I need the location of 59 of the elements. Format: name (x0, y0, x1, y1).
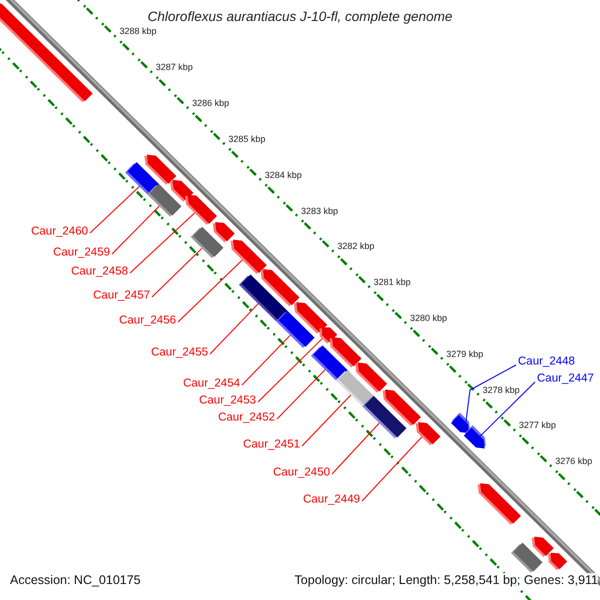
scale-label: 3285 kbp (228, 134, 266, 144)
scale-label: 3281 kbp (374, 276, 411, 288)
scale-label: 3278 kbp (482, 384, 520, 395)
gene-label: Caur_2456 (119, 314, 176, 328)
leader-line (242, 334, 291, 386)
gene-feature (184, 194, 217, 225)
gene-label: Caur_2454 (183, 377, 240, 391)
gene-feature (451, 412, 470, 434)
gene-bar (238, 274, 288, 322)
leader-line (362, 436, 422, 502)
gene-bar (147, 184, 182, 217)
leader-line (465, 364, 516, 423)
gene-feature (548, 552, 568, 570)
leader-line (178, 260, 243, 322)
leader-line (480, 382, 536, 437)
leader-line (276, 369, 326, 420)
scale-label: 3286 kbp (192, 98, 230, 108)
leader-line (152, 248, 202, 298)
scale-label: 3283 kbp (301, 205, 338, 216)
gene-feature (230, 240, 267, 274)
gene-label: Caur_2451 (243, 438, 300, 452)
gene-feature (532, 536, 554, 558)
scale-label: 3287 kbp (156, 62, 193, 72)
gene-label: Caur_2447 (537, 372, 594, 386)
genome-summary: Topology: circular; Length: 5,258,541 bp; Genes: 3,911 (294, 573, 598, 588)
scale-label: 3288 kbp (119, 26, 156, 37)
leader-line (130, 212, 196, 274)
leader-line (90, 186, 140, 234)
scale-label: 3277 kbp (518, 420, 556, 431)
gene-bar (190, 226, 224, 258)
gene-feature (212, 222, 235, 242)
leader-line (258, 338, 323, 402)
leader-line (302, 394, 352, 446)
gene-label: Caur_2458 (71, 265, 128, 279)
gene-feature (416, 422, 440, 446)
gene-bar (362, 396, 406, 439)
gene-feature (478, 483, 521, 525)
scale-label: 3280 kbp (410, 312, 447, 324)
gene-label: Caur_2460 (31, 225, 88, 239)
leader-line (210, 303, 259, 354)
scale-label: 3276 kbp (555, 456, 592, 466)
gene-feature (464, 425, 486, 449)
gene-feature (0, 2, 93, 102)
gene-label: Caur_2455 (151, 346, 208, 360)
gene-label: Caur_2457 (93, 289, 150, 303)
gene-label: Caur_2449 (303, 493, 360, 507)
genome-title: Chloroflexus aurantiacus J-10-fl, complete genome (146, 9, 454, 25)
scale-label: 3282 kbp (337, 241, 374, 252)
leader-line (332, 422, 380, 474)
scale-label: 3284 kbp (264, 170, 302, 180)
scale-label: 3279 kbp (446, 348, 484, 359)
gene-label: Caur_2453 (199, 394, 256, 408)
leader-line (112, 206, 160, 254)
accession-text: Accession: NC_010175 (10, 573, 141, 588)
gene-label: Caur_2450 (273, 466, 330, 480)
gene-label: Caur_2448 (518, 355, 575, 369)
gene-label: Caur_2452 (218, 411, 275, 425)
gene-label: Caur_2459 (53, 246, 110, 260)
gene-bar (276, 310, 315, 348)
